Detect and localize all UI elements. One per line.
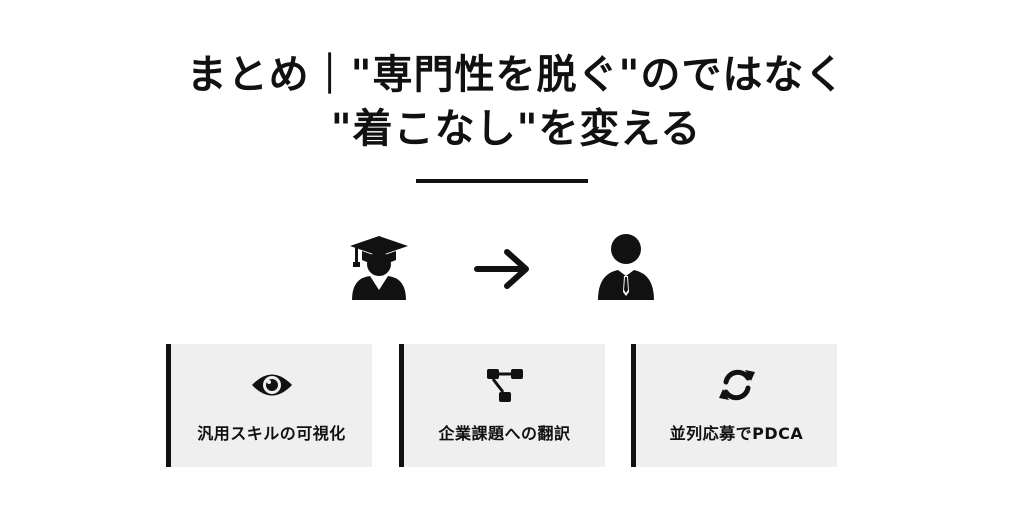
refresh-icon <box>718 369 755 401</box>
card-label: 企業課題への翻訳 <box>438 424 571 443</box>
arrow-right-icon <box>474 249 529 289</box>
card-label: 並列応募でPDCA <box>669 424 804 443</box>
eye-icon <box>251 374 292 396</box>
card-parallel-application: 並列応募でPDCA <box>631 344 837 467</box>
title-divider <box>416 179 588 183</box>
card-skill-visualization: 汎用スキルの可視化 <box>166 344 372 467</box>
flow-diagram-icon <box>486 369 523 402</box>
card-label: 汎用スキルの可視化 <box>197 424 346 443</box>
slide-title: まとめ｜"専門性を脱ぐ"のではなく "着こなし"を変える <box>0 48 1032 156</box>
card-company-translation: 企業課題への翻訳 <box>399 344 605 467</box>
graduate-icon <box>350 236 408 300</box>
slide-title-line-2: "着こなし"を変える <box>330 106 702 152</box>
businessman-icon <box>598 234 654 300</box>
slide-title-line-1: まとめ｜"専門性を脱ぐ"のではなく <box>186 52 846 98</box>
